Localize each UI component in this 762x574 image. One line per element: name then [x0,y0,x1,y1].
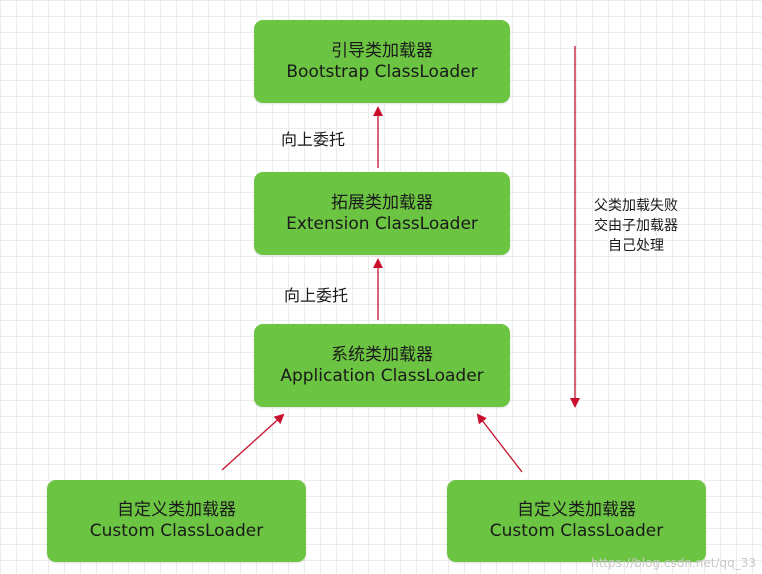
custom-right-title-cn: 自定义类加载器 [517,500,636,520]
bootstrap-classloader-box: 引导类加载器 Bootstrap ClassLoader [254,20,510,103]
custom-classloader-box-right: 自定义类加载器 Custom ClassLoader [447,480,706,562]
parent-fail-note-line1: 父类加载失败 [594,198,678,214]
delegate-up-label-1: 向上委托 [281,130,346,149]
arrow-custom2-to-application [476,413,523,473]
extension-title-en: Extension ClassLoader [286,213,478,234]
application-title-cn: 系统类加载器 [331,344,433,365]
application-title-en: Application ClassLoader [280,365,484,386]
delegate-up-label-2: 向上委托 [284,286,349,305]
custom-left-title-en: Custom ClassLoader [89,521,264,541]
parent-fail-note-line2: 交由子加载器 [594,218,678,234]
custom-classloader-box-left: 自定义类加载器 Custom ClassLoader [47,480,306,562]
application-classloader-box: 系统类加载器 Application ClassLoader [254,324,510,407]
bootstrap-title-cn: 引导类加载器 [331,40,433,61]
custom-left-title-cn: 自定义类加载器 [117,500,236,520]
extension-title-cn: 拓展类加载器 [331,192,433,213]
parent-fail-note: 父类加载失败 交由子加载器 自己处理 [574,196,698,256]
parent-fail-note-line3: 自己处理 [608,238,664,254]
watermark: https://blog.csdn.net/qq_33 [591,556,756,570]
custom-right-title-en: Custom ClassLoader [489,521,664,541]
extension-classloader-box: 拓展类加载器 Extension ClassLoader [254,172,510,255]
arrow-custom1-to-application [221,413,285,471]
bootstrap-title-en: Bootstrap ClassLoader [286,61,478,82]
